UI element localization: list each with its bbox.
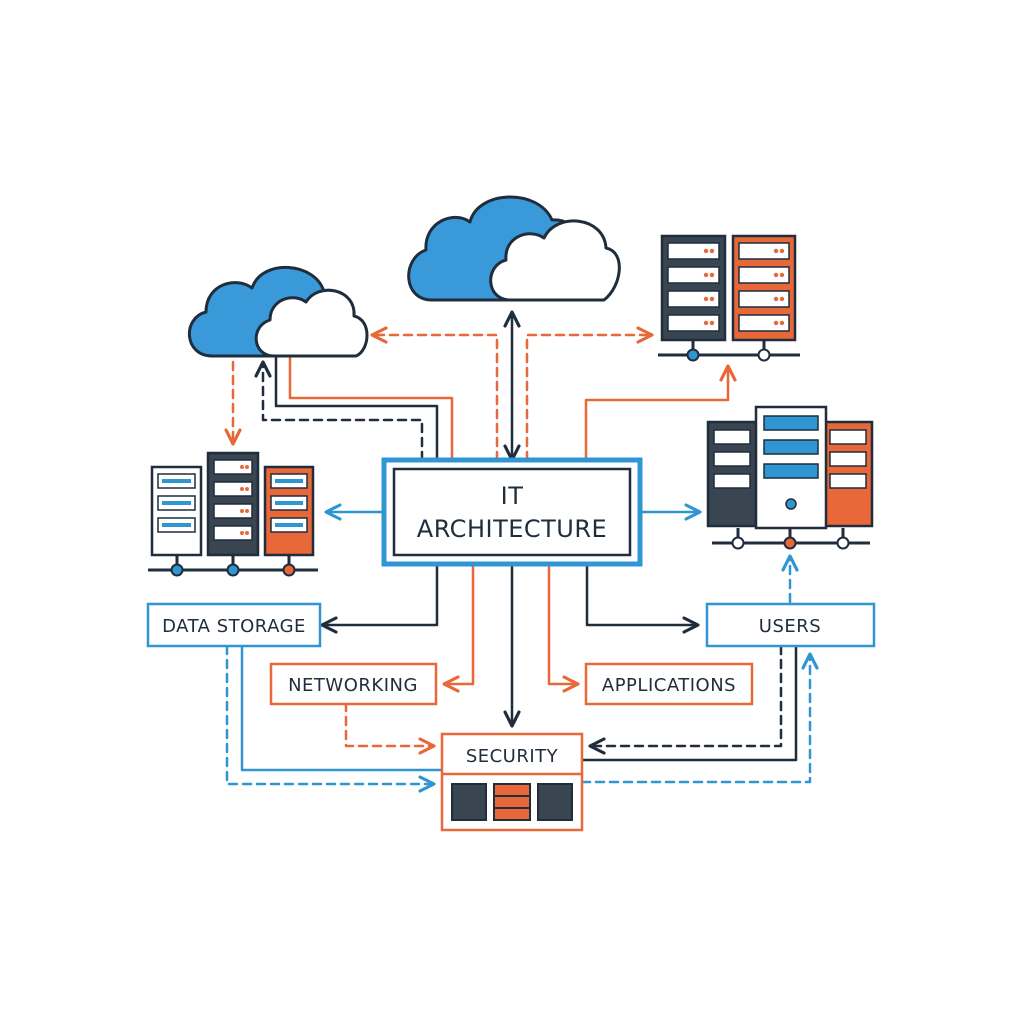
cloud-icon: [188, 265, 369, 358]
server-rack-icon: [148, 451, 318, 577]
server-rack-icon: [658, 234, 800, 362]
label-applications: APPLICATIONS: [584, 662, 754, 706]
cloud-icon: [407, 195, 621, 302]
connector-center-applications: [547, 562, 580, 693]
security-block-center: [493, 783, 531, 821]
applications-text: APPLICATIONS: [602, 675, 736, 696]
security-block-right: [537, 783, 573, 821]
security-text: SECURITY: [466, 746, 559, 767]
label-data-storage: DATA STORAGE: [146, 602, 322, 648]
connector-data-storage-security-solid: [240, 644, 444, 772]
connector-left-cloud-dashed: [254, 360, 424, 462]
data-storage-text: DATA STORAGE: [162, 616, 306, 637]
connector-users-security-dashed: [588, 644, 783, 755]
center-title-line1: IT: [501, 482, 524, 510]
label-security: SECURITY: [440, 732, 584, 832]
connector-center-users: [585, 562, 700, 634]
connector-center-networking: [442, 562, 475, 693]
connector-top-cloud-dashed-left: [370, 326, 499, 462]
security-block-left: [451, 783, 487, 821]
connectors: [224, 310, 819, 793]
label-users: USERS: [705, 602, 876, 648]
connector-center-right-top-servers: [584, 364, 737, 462]
connector-data-storage-security-dashed: [225, 644, 436, 793]
connector-security-users-solid: [580, 644, 798, 762]
connector-networking-security: [344, 701, 436, 755]
center-title-line2: ARCHITECTURE: [417, 515, 607, 543]
networking-text: NETWORKING: [288, 675, 418, 696]
users-text: USERS: [759, 616, 821, 637]
label-networking: NETWORKING: [269, 662, 438, 706]
connector-left-cloud-orange: [288, 354, 454, 462]
center-box: IT ARCHITECTURE: [381, 457, 643, 567]
connector-security-users-dashed-blue: [580, 652, 819, 784]
connector-left-cloud-navy: [274, 354, 439, 462]
connector-center-data-storage: [320, 562, 439, 634]
connector-top-cloud-dashed-right: [525, 326, 654, 462]
server-rack-icon: [706, 405, 874, 550]
